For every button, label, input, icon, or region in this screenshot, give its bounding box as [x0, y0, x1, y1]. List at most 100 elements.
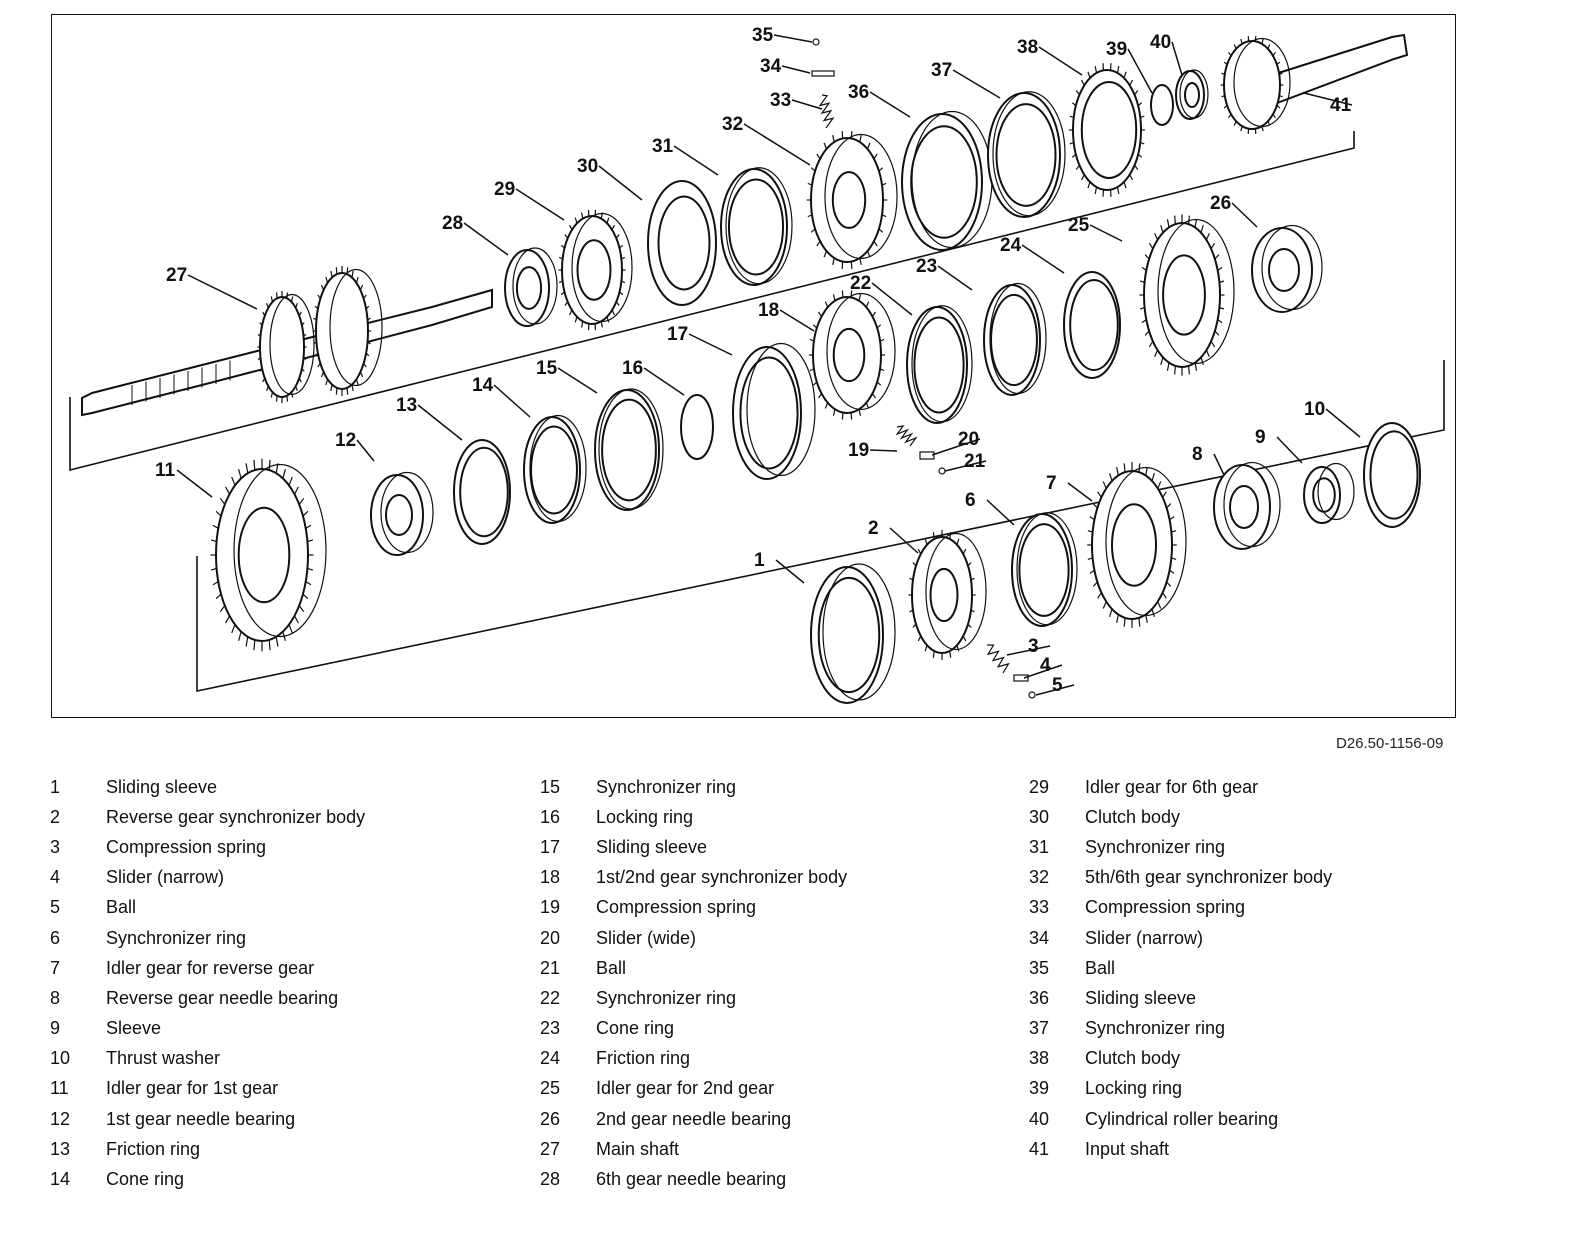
- leader-line: [1171, 41, 1183, 76]
- locking-ring-39: [1150, 84, 1174, 126]
- legend-item-number: 11: [50, 1078, 69, 1099]
- callout-number: 39: [1106, 39, 1127, 60]
- legend-item-description: Locking ring: [596, 806, 694, 827]
- legend-item-description: Compression spring: [1085, 897, 1246, 918]
- legend-item-number: 21: [540, 957, 561, 978]
- needle-bearing-12: [370, 471, 434, 556]
- legend-item: 9 Sleeve: [50, 1014, 540, 1044]
- legend-item-number: 36: [1029, 987, 1050, 1008]
- callout-number: 32: [722, 114, 743, 135]
- legend-item-number: 31: [1029, 836, 1050, 857]
- legend-item-description: Synchronizer ring: [596, 987, 737, 1008]
- clutch-body-30: [647, 180, 717, 306]
- legend-item-description: Sliding sleeve: [1085, 987, 1197, 1008]
- main-shaft-gear-b: [312, 266, 383, 396]
- legend-item: 22 Synchronizer ring: [540, 983, 1030, 1013]
- legend-item-description: Clutch body: [1085, 806, 1181, 827]
- legend-item-number: 4: [50, 867, 61, 888]
- upper-tray-outline: [69, 131, 1355, 472]
- leader-line: [1213, 453, 1225, 476]
- needle-bearing-28: [504, 247, 558, 327]
- cone-ring-14: [523, 414, 587, 524]
- ball-21: [938, 467, 946, 475]
- legend-item-description: 6th gear needle bearing: [596, 1169, 787, 1190]
- idler-gear-reverse-7: [1087, 462, 1187, 628]
- legend-item-description: Idler gear for 6th gear: [1085, 776, 1259, 797]
- ball-35: [812, 38, 820, 46]
- slider-34: [811, 70, 835, 77]
- legend-item-description: Ball: [596, 957, 627, 978]
- legend-item-description: 1st gear needle bearing: [106, 1108, 296, 1129]
- legend-item: 36 Sliding sleeve: [1029, 983, 1519, 1013]
- callout-number: 14: [472, 375, 494, 396]
- legend-item-number: 7: [50, 957, 61, 978]
- friction-ring-13: [453, 439, 511, 545]
- callout-number: 9: [1255, 427, 1266, 448]
- legend-item-number: 37: [1029, 1018, 1050, 1039]
- synchronizer-body-1-2-18: [808, 290, 896, 420]
- legend-item-number: 17: [540, 836, 561, 857]
- leader-line: [743, 123, 811, 166]
- callout-number: 33: [770, 90, 791, 111]
- cone-ring-23: [983, 282, 1047, 396]
- leader-line: [187, 274, 258, 310]
- legend-item-description: 5th/6th gear synchronizer body: [1085, 867, 1333, 888]
- legend-item-number: 24: [540, 1048, 561, 1069]
- legend-item-description: Main shaft: [596, 1138, 680, 1159]
- leader-line: [598, 165, 643, 201]
- legend-item-number: 27: [540, 1138, 561, 1159]
- leader-line: [515, 188, 565, 221]
- lower-tray-outline: [196, 360, 1445, 692]
- leader-line: [1006, 645, 1051, 656]
- legend-item-number: 22: [540, 987, 561, 1008]
- legend-item-number: 30: [1029, 806, 1050, 827]
- legend-item: 30 Clutch body: [1029, 802, 1519, 832]
- leader-line: [889, 527, 919, 554]
- callout-number: 27: [166, 265, 187, 286]
- legend-item-number: 33: [1029, 897, 1050, 918]
- callout-number: 40: [1150, 32, 1171, 53]
- legend-item-description: Sleeve: [106, 1018, 162, 1039]
- callout-number: 35: [752, 25, 774, 46]
- callout-number: 11: [155, 460, 176, 481]
- leader-line: [1038, 46, 1083, 76]
- legend-item-number: 28: [540, 1169, 561, 1190]
- needle-bearing-26: [1251, 224, 1323, 313]
- legend-item-number: 9: [50, 1018, 61, 1039]
- legend-item-number: 32: [1029, 867, 1050, 888]
- callout-number: 23: [916, 256, 937, 277]
- legend-item-description: Ball: [106, 897, 137, 918]
- legend-item-description: 1st/2nd gear synchronizer body: [596, 867, 848, 888]
- callout-number: 25: [1068, 215, 1090, 236]
- legend-item-description: Input shaft: [1085, 1138, 1170, 1159]
- synchronizer-ring-31: [720, 167, 793, 286]
- compression-spring-19: [895, 425, 918, 447]
- locking-ring-16: [680, 394, 714, 460]
- callout-number: 30: [577, 156, 598, 177]
- leader-line: [1035, 684, 1075, 696]
- legend-item-number: 18: [540, 867, 561, 888]
- legend-item-number: 26: [540, 1108, 561, 1129]
- callout-number: 5: [1052, 675, 1063, 696]
- leader-line: [1325, 408, 1361, 438]
- legend-item-description: Sliding sleeve: [596, 836, 708, 857]
- synchronizer-ring-6: [1011, 512, 1078, 627]
- legend-item-number: 8: [50, 987, 61, 1008]
- legend-item-number: 40: [1029, 1108, 1050, 1129]
- callout-number: 16: [622, 358, 643, 379]
- leader-line: [869, 91, 911, 118]
- leader-line: [773, 34, 813, 43]
